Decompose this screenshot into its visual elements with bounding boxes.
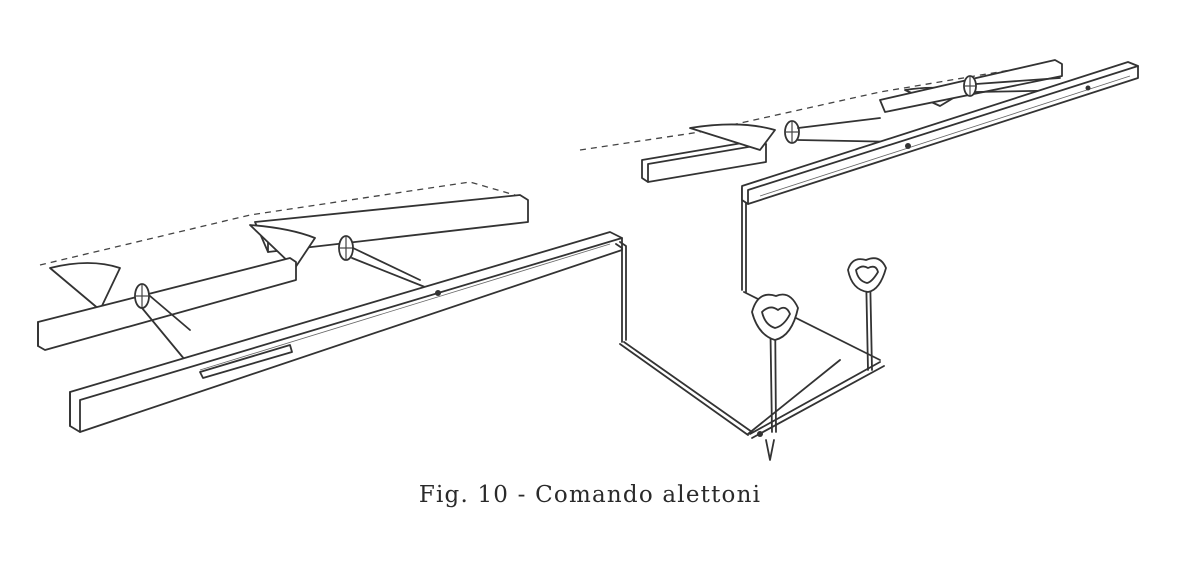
- left-pulley-outer: [134, 283, 150, 309]
- connecting-linkage: [615, 187, 887, 461]
- figure-caption: Fig. 10 - Comando alettoni: [418, 482, 762, 508]
- left-aileron-inner: [249, 224, 316, 269]
- left-cable-outer: [141, 295, 191, 361]
- right-pulley-outer: [784, 120, 800, 144]
- right-pulley-inner: [963, 75, 977, 97]
- right-wing-assembly: [579, 59, 1139, 205]
- right-aileron-outer: [689, 123, 776, 151]
- left-pulley-inner: [338, 235, 354, 261]
- left-aileron-outer: [49, 262, 121, 311]
- left-leading-spar: [254, 194, 529, 253]
- left-wing-assembly: [37, 181, 623, 433]
